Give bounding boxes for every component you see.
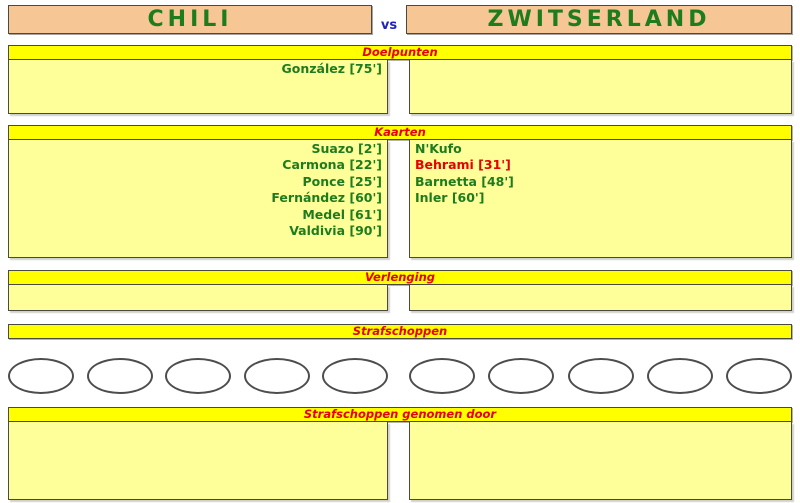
penalties-title: Strafschoppen xyxy=(352,323,448,338)
penalty-slot xyxy=(165,358,231,394)
extra-time-title: Verlenging xyxy=(364,269,436,284)
home-team-name: CHILI xyxy=(147,6,233,32)
away-team-name: ZWITSERLAND xyxy=(487,6,711,32)
player-entry: Barnetta [48'] xyxy=(415,173,514,189)
extra-time-section: Verlenging xyxy=(8,270,792,311)
penalty-slots-away xyxy=(409,358,792,394)
penalty-slot xyxy=(86,358,153,394)
player-entry: Fernández [60'] xyxy=(271,190,382,206)
player-entry: Valdivia [90'] xyxy=(289,223,382,239)
goals-section: Doelpunten González [75'] xyxy=(8,45,792,114)
player-entry: Behrami [31'] xyxy=(415,157,511,173)
goals-title-bar: Doelpunten xyxy=(8,45,792,60)
cards-title-bar: Kaarten xyxy=(8,125,792,140)
penalty-slot xyxy=(646,358,713,394)
cards-title: Kaarten xyxy=(374,124,426,139)
cards-section: Kaarten Suazo [2']Carmona [22']Ponce [25… xyxy=(8,125,792,258)
versus-wrap: vs xyxy=(372,5,406,34)
extra-time-title-bar: Verlenging xyxy=(8,270,792,285)
extra-time-away-list xyxy=(409,285,792,311)
away-team-header: ZWITSERLAND xyxy=(406,5,792,34)
extra-time-home-list xyxy=(8,285,388,311)
penalty-slot xyxy=(726,358,792,394)
goals-away-list xyxy=(409,60,792,114)
player-entry: N'Kufo xyxy=(415,141,462,156)
penalty-slot xyxy=(8,358,74,394)
match-header: CHILI vs ZWITSERLAND xyxy=(8,5,792,34)
player-entry: González [75'] xyxy=(281,61,383,76)
penalty-slot xyxy=(243,358,310,394)
player-entry: Medel [61'] xyxy=(302,206,382,222)
player-entry: Suazo [2'] xyxy=(311,141,382,156)
penalty-takers-home-list xyxy=(8,422,388,500)
penalty-takers-title-bar: Strafschoppen genomen door xyxy=(8,407,792,422)
goals-title: Doelpunten xyxy=(362,44,438,59)
cards-columns: Suazo [2']Carmona [22']Ponce [25']Fernán… xyxy=(8,140,792,258)
penalty-takers-section: Strafschoppen genomen door xyxy=(8,407,792,500)
penalty-slots-row xyxy=(8,358,792,394)
penalty-slot xyxy=(322,358,388,394)
penalty-slot xyxy=(409,358,475,394)
penalty-slot xyxy=(488,358,555,394)
extra-time-columns xyxy=(8,285,792,311)
penalty-slots-home xyxy=(8,358,388,394)
player-entry: Carmona [22'] xyxy=(282,157,382,173)
penalty-takers-away-list xyxy=(409,422,792,500)
penalty-takers-columns xyxy=(8,422,792,500)
player-entry: Ponce [25'] xyxy=(302,173,382,189)
goals-columns: González [75'] xyxy=(8,60,792,114)
penalty-slot xyxy=(567,358,634,394)
home-team-header: CHILI xyxy=(8,5,372,34)
goals-home-list: González [75'] xyxy=(8,60,388,114)
penalties-title-bar: Strafschoppen xyxy=(8,324,792,339)
versus-label: vs xyxy=(380,18,398,33)
player-entry: Inler [60'] xyxy=(415,190,485,206)
cards-home-list: Suazo [2']Carmona [22']Ponce [25']Fernán… xyxy=(8,140,388,258)
penalty-takers-title: Strafschoppen genomen door xyxy=(303,406,497,421)
